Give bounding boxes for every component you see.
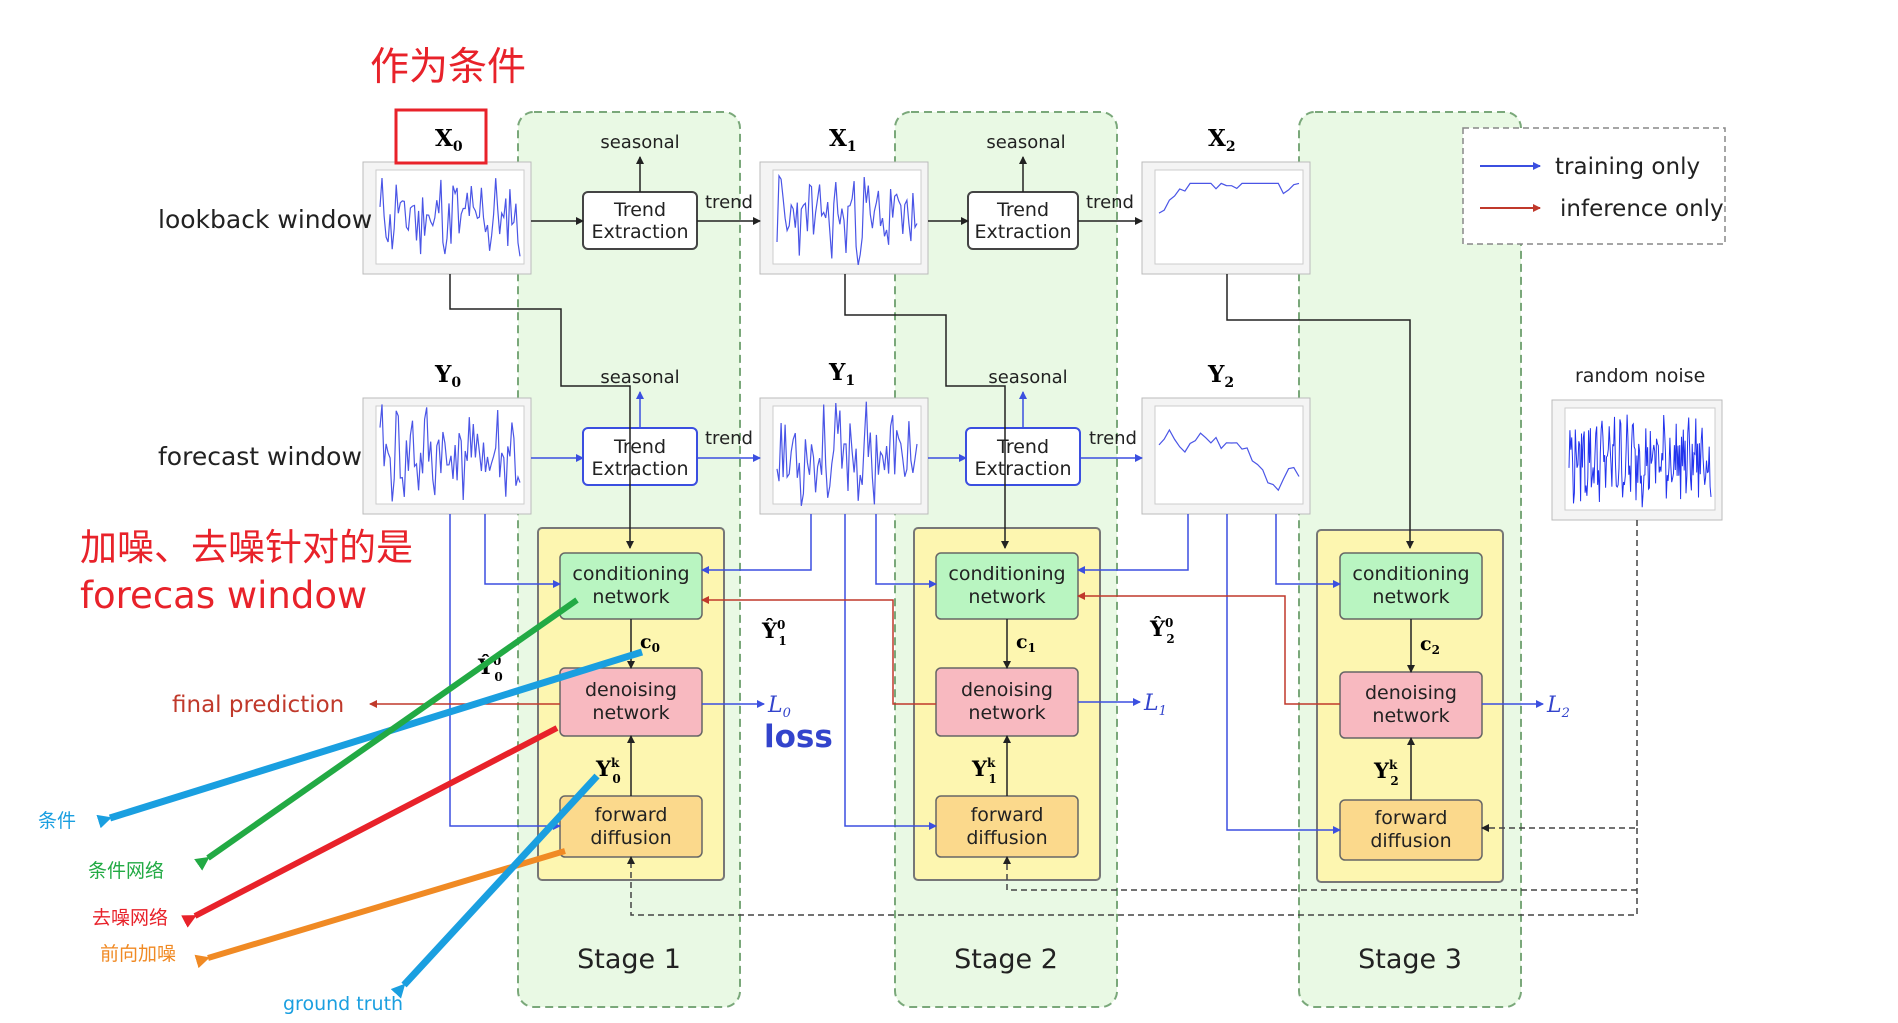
stage-2-label: Stage 2 — [954, 944, 1058, 975]
legend-box — [1462, 127, 1726, 245]
trend-label-y1: trend — [1089, 428, 1137, 449]
forecast-window-label: forecast window — [158, 442, 362, 471]
x1-chart — [759, 161, 929, 275]
svg-text:diffusion: diffusion — [1370, 830, 1451, 852]
stage-3-label: Stage 3 — [1358, 944, 1462, 975]
l2-label: L2 — [1546, 693, 1570, 721]
trend-extraction-y1: Trend Extraction — [965, 427, 1081, 486]
legend-training-only: training only — [1555, 154, 1700, 180]
svg-text:Trend: Trend — [613, 199, 666, 221]
svg-text:forward: forward — [1375, 807, 1448, 829]
svg-text:network: network — [1372, 705, 1449, 727]
c0-label: c0 — [640, 631, 660, 655]
svg-text:network: network — [592, 702, 669, 724]
arrow-ground-truth — [390, 773, 600, 999]
trend-label-x1: trend — [1086, 192, 1134, 213]
trend-extraction-x0: Trend Extraction — [582, 191, 698, 250]
y2-label: Y2 — [1207, 361, 1234, 391]
l1-label: L1 — [1143, 691, 1167, 719]
svg-text:denoising: denoising — [1365, 682, 1457, 704]
x0-label: X0 — [435, 125, 463, 155]
lookback-window-label: lookback window — [158, 205, 372, 234]
svg-text:Trend: Trend — [996, 199, 1049, 221]
svg-text:forward: forward — [595, 804, 668, 826]
svg-text:Trend: Trend — [613, 436, 666, 458]
svg-text:conditioning: conditioning — [572, 563, 689, 585]
svg-text:Extraction: Extraction — [592, 458, 689, 480]
svg-text:network: network — [1372, 586, 1449, 608]
x0-chart — [362, 161, 532, 275]
svg-text:Trend: Trend — [996, 436, 1049, 458]
y1-chart — [759, 397, 929, 515]
svg-text:Extraction: Extraction — [975, 458, 1072, 480]
arrow-condition-network — [194, 597, 579, 871]
c1-label: c1 — [1016, 631, 1036, 655]
x1-label: X1 — [829, 125, 857, 155]
random-noise-chart — [1551, 399, 1723, 521]
final-prediction-label: final prediction — [172, 692, 344, 718]
label-condition: 条件 — [38, 810, 76, 832]
x2-chart — [1141, 161, 1311, 275]
trend-label-y0: trend — [705, 428, 753, 449]
x2-label: X2 — [1208, 125, 1236, 155]
y0-label: Y0 — [434, 361, 461, 391]
arrow-denoise-network — [181, 725, 559, 928]
trend-extraction-x1: Trend Extraction — [967, 191, 1079, 250]
svg-text:denoising: denoising — [585, 679, 677, 701]
svg-text:diffusion: diffusion — [590, 827, 671, 849]
svg-text:network: network — [968, 702, 1045, 724]
trend-label-x0: trend — [705, 192, 753, 213]
stage-1-label: Stage 1 — [577, 944, 681, 975]
svg-text:Extraction: Extraction — [975, 221, 1072, 243]
legend-inference-only: inference only — [1560, 196, 1724, 222]
label-condition-network: 条件网络 — [88, 860, 164, 882]
annotation-noise-note-2: forecas window — [80, 574, 367, 617]
svg-text:conditioning: conditioning — [948, 563, 1065, 585]
svg-text:conditioning: conditioning — [1352, 563, 1469, 585]
trend-extraction-y0: Trend Extraction — [582, 427, 698, 486]
y0-chart — [362, 397, 532, 515]
seasonal-label-x0: seasonal — [600, 132, 679, 153]
svg-text:Extraction: Extraction — [592, 221, 689, 243]
svg-text:denoising: denoising — [961, 679, 1053, 701]
c2-label: c2 — [1420, 633, 1440, 657]
seasonal-label-y0: seasonal — [600, 367, 679, 388]
svg-text:network: network — [968, 586, 1045, 608]
label-forward-noise: 前向加噪 — [100, 943, 176, 965]
x0-highlight-box — [394, 108, 488, 165]
annotation-top-condition: 作为条件 — [370, 45, 526, 90]
y2-chart — [1141, 397, 1311, 515]
svg-text:network: network — [592, 586, 669, 608]
arrow-forward-noise — [194, 848, 566, 969]
seasonal-label-x1: seasonal — [986, 132, 1065, 153]
arrow-condition — [96, 648, 644, 829]
seasonal-label-y1: seasonal — [988, 367, 1067, 388]
l0-label: L0 — [767, 693, 791, 721]
svg-text:diffusion: diffusion — [966, 827, 1047, 849]
label-denoise-network: 去噪网络 — [92, 907, 168, 929]
label-ground-truth: ground truth — [283, 993, 403, 1015]
random-noise-label: random noise — [1575, 365, 1705, 387]
annotation-loss: loss — [764, 719, 833, 755]
svg-text:forward: forward — [971, 804, 1044, 826]
y1-label: Y1 — [828, 359, 855, 389]
annotation-noise-note-1: 加噪、去噪针对的是 — [80, 526, 413, 569]
